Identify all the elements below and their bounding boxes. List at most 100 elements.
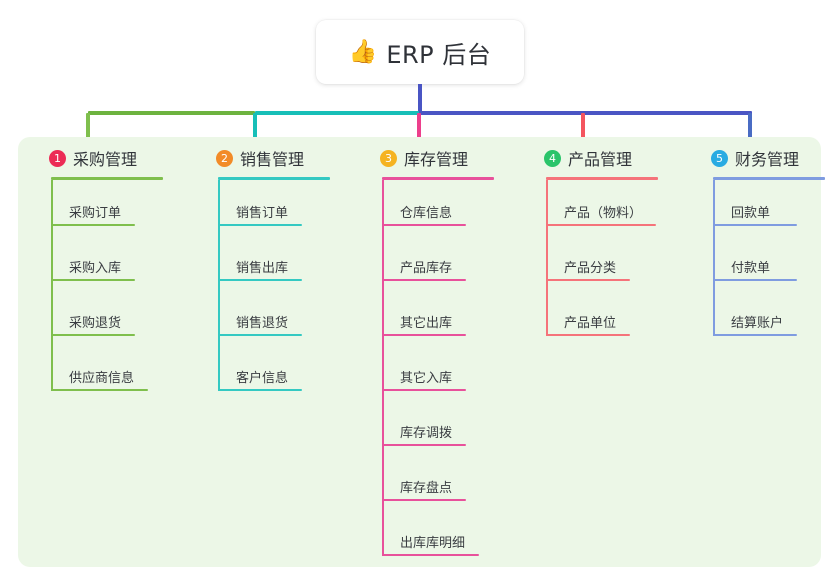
branch-header-rule-4 — [546, 177, 658, 180]
branch-item-rule — [713, 279, 797, 281]
branch-item-label: 出库库明细 — [400, 536, 466, 551]
root-node-title: ERP 后台 — [386, 40, 492, 69]
branch-column-2: 2 销售管理销售订单销售出库销售退货客户信息 — [200, 145, 330, 400]
branch-item-rule — [546, 334, 630, 336]
branch-item-rule — [382, 279, 466, 281]
branch-item[interactable]: 产品分类 — [528, 235, 658, 290]
branch-item[interactable]: 供应商信息 — [33, 345, 163, 400]
branch-header-rule-5 — [713, 177, 825, 180]
branch-item-label: 其它出库 — [400, 316, 453, 331]
branch-item-label: 销售订单 — [236, 206, 289, 221]
branch-item[interactable]: 产品（物料） — [528, 180, 658, 235]
branch-item[interactable]: 其它入库 — [364, 345, 494, 400]
branch-number-badge-3: 3 — [380, 149, 397, 167]
branch-item-label: 供应商信息 — [69, 371, 135, 386]
branch-item-rule — [382, 554, 479, 556]
branch-title-4: 产品管理 — [568, 150, 633, 169]
branch-item-label: 采购订单 — [69, 206, 122, 221]
branch-item-rule — [382, 444, 466, 446]
branch-item[interactable]: 客户信息 — [200, 345, 330, 400]
branch-item-list-4: 产品（物料） 产品分类产品单位 — [528, 180, 658, 345]
branch-item-label: 库存调拨 — [400, 426, 453, 441]
branch-item-rule — [546, 279, 630, 281]
branch-item[interactable]: 回款单 — [695, 180, 825, 235]
branch-item-label: 结算账户 — [731, 316, 784, 331]
branch-item[interactable]: 库存盘点 — [364, 455, 494, 510]
branch-number-badge-4: 4 — [544, 149, 561, 167]
branch-header-rule-2 — [218, 177, 330, 180]
branch-item-rule — [382, 334, 466, 336]
branch-item-label: 产品单位 — [564, 316, 617, 331]
branch-item-rule — [382, 389, 466, 391]
branch-header-rule-1 — [51, 177, 163, 180]
branch-item-rule — [546, 224, 656, 226]
branch-item-rule — [218, 334, 302, 336]
branches-panel — [18, 137, 821, 567]
branch-title-1: 采购管理 — [73, 150, 138, 169]
branch-item-label: 销售出库 — [236, 261, 289, 276]
root-node-card[interactable]: 👍 ERP 后台 — [316, 20, 524, 84]
branch-item-list-1: 采购订单采购入库采购退货供应商信息 — [33, 180, 163, 400]
branch-spine-3 — [382, 180, 384, 556]
branch-item[interactable]: 出库库明细 — [364, 510, 494, 565]
branch-title-3: 库存管理 — [404, 150, 469, 169]
branch-item-rule — [51, 279, 135, 281]
branch-item-label: 库存盘点 — [400, 481, 453, 496]
branch-item[interactable]: 销售出库 — [200, 235, 330, 290]
branch-item[interactable]: 销售订单 — [200, 180, 330, 235]
branch-item[interactable]: 其它出库 — [364, 290, 494, 345]
branch-item-rule — [51, 224, 135, 226]
branch-item-rule — [382, 499, 466, 501]
branch-number-badge-5: 5 — [711, 149, 728, 167]
branch-item-rule — [218, 389, 302, 391]
branch-item-label: 采购入库 — [69, 261, 122, 276]
branch-item[interactable]: 产品单位 — [528, 290, 658, 345]
connector-drop-3 — [417, 113, 421, 147]
branch-spine-5 — [713, 180, 715, 336]
root-node-content: 👍 ERP 后台 — [349, 35, 492, 70]
branch-item-label: 产品库存 — [400, 261, 453, 276]
connector-bar-segment-1 — [88, 111, 255, 115]
thumbs-up-icon: 👍 — [348, 38, 378, 65]
branch-item[interactable]: 库存调拨 — [364, 400, 494, 455]
branch-number-badge-2: 2 — [216, 149, 233, 167]
connector-drop-1 — [86, 113, 90, 147]
branch-item-rule — [51, 389, 148, 391]
branch-item-label: 销售退货 — [236, 316, 289, 331]
branch-spine-4 — [546, 180, 548, 336]
branch-header-rule-3 — [382, 177, 494, 180]
branch-item-label: 仓库信息 — [400, 206, 453, 221]
branch-title-2: 销售管理 — [240, 150, 305, 169]
connector-drop-5 — [748, 113, 752, 147]
root-stem-connector — [418, 84, 422, 115]
branch-header-4[interactable]: 4 产品管理 — [528, 145, 658, 171]
branch-item[interactable]: 采购订单 — [33, 180, 163, 235]
branch-item-label: 采购退货 — [69, 316, 122, 331]
branch-item[interactable]: 结算账户 — [695, 290, 825, 345]
branch-column-3: 3 库存管理仓库信息产品库存其它出库其它入库库存调拨库存盘点出库库明细 — [364, 145, 494, 565]
branch-item-label: 产品（物料） — [564, 206, 643, 221]
branch-item-label: 产品分类 — [564, 261, 617, 276]
branch-item[interactable]: 仓库信息 — [364, 180, 494, 235]
branch-header-2[interactable]: 2 销售管理 — [200, 145, 330, 171]
branch-item-list-5: 回款单付款单结算账户 — [695, 180, 825, 345]
connector-bar-segment-2 — [255, 111, 419, 115]
connector-bar-segment-3 — [419, 111, 752, 115]
branch-item-rule — [51, 334, 135, 336]
connector-drop-2 — [253, 113, 257, 147]
branch-item-label: 其它入库 — [400, 371, 453, 386]
branch-item[interactable]: 产品库存 — [364, 235, 494, 290]
branch-item-rule — [382, 224, 466, 226]
branch-item-rule — [713, 334, 797, 336]
branch-header-3[interactable]: 3 库存管理 — [364, 145, 494, 171]
branch-spine-1 — [51, 180, 53, 391]
connector-drop-4 — [581, 113, 585, 147]
branch-item[interactable]: 采购入库 — [33, 235, 163, 290]
branch-item[interactable]: 付款单 — [695, 235, 825, 290]
branch-item[interactable]: 采购退货 — [33, 290, 163, 345]
branch-item[interactable]: 销售退货 — [200, 290, 330, 345]
